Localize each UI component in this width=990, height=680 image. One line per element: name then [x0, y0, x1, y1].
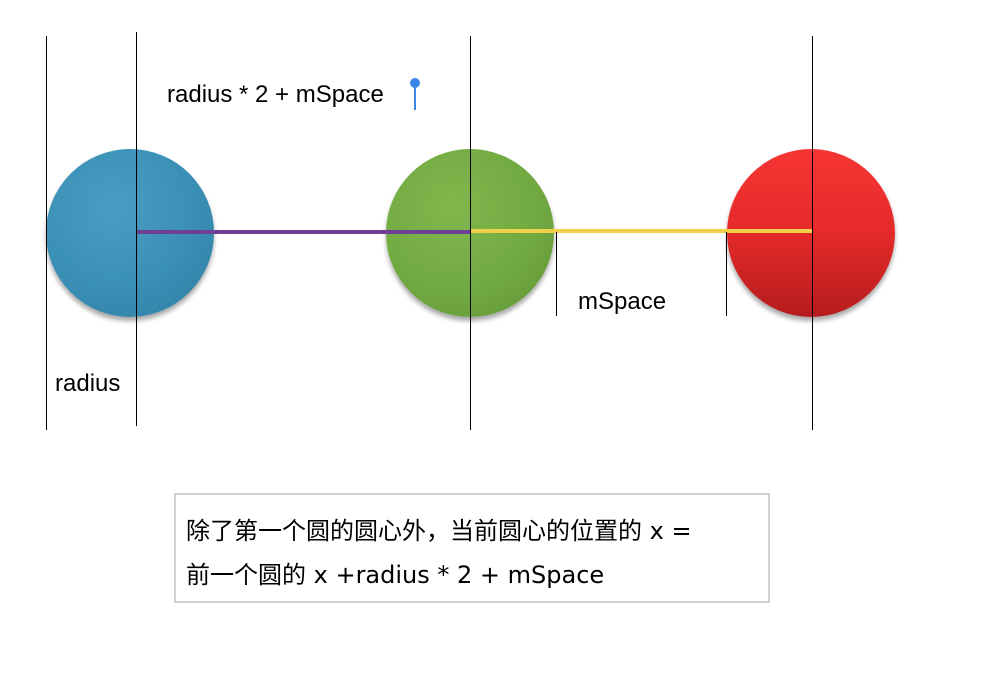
red-circle [727, 149, 895, 317]
guide-line-red-center [812, 36, 813, 430]
guide-line-green-center [470, 36, 471, 430]
guide-line-blue-center [136, 32, 137, 426]
purple-connector-line [136, 230, 470, 234]
formula-label: radius * 2 + mSpace [167, 81, 384, 108]
yellow-connector-line [470, 229, 812, 233]
guide-line-red-left-edge [726, 232, 727, 316]
text-cursor-handle[interactable] [410, 78, 420, 88]
note-box: 除了第一个圆的圆心外，当前圆心的位置的 x = 前一个圆的 x +radius … [174, 493, 770, 603]
radius-label: radius [55, 370, 121, 397]
note-line-2: 前一个圆的 x +radius * 2 + mSpace [186, 561, 605, 589]
text-cursor [414, 84, 416, 110]
note-line-1: 除了第一个圆的圆心外，当前圆心的位置的 x = [186, 517, 692, 545]
mspace-label: mSpace [578, 288, 667, 315]
guide-line-left-edge [46, 36, 47, 430]
guide-line-green-right-edge [556, 232, 557, 316]
